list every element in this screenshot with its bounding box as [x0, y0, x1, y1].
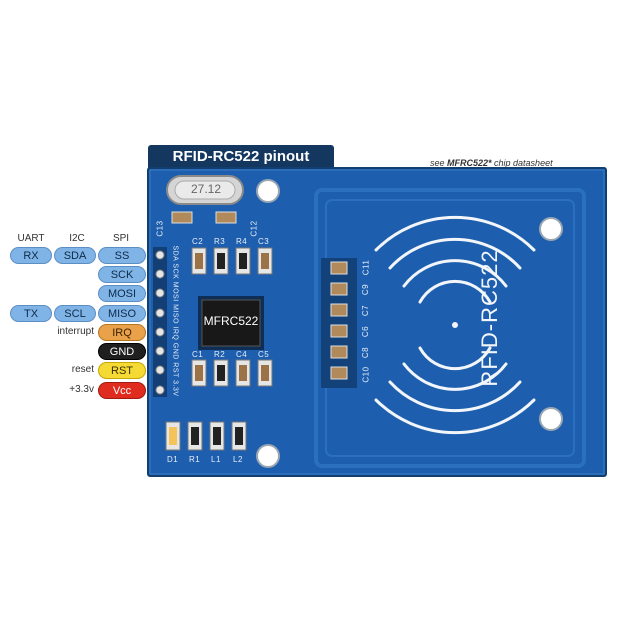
silk-c3: C3	[258, 237, 270, 246]
pin-label-ss: SS	[98, 247, 146, 264]
components-top-row	[191, 247, 273, 275]
silk-c6: C6	[361, 325, 371, 338]
silk-c8: C8	[361, 346, 371, 359]
pin-label-gnd: GND	[98, 343, 146, 360]
silk-c9: C9	[361, 283, 371, 296]
silk-c13: C13	[155, 220, 165, 237]
pin-label-rst: RST	[98, 362, 146, 379]
chip-label: MFRC522	[203, 314, 259, 328]
side-label-3v3: +3.3v	[69, 384, 94, 395]
antenna-trace-outer	[314, 188, 586, 468]
antenna-label: RFID-RC522	[477, 249, 502, 387]
pin-label-tx: TX	[10, 305, 52, 322]
silk-l1: L1	[211, 455, 221, 464]
pin-label-sda: SDA	[54, 247, 96, 264]
silk-c10: C10	[361, 366, 371, 383]
silk-c1: C1	[192, 350, 204, 359]
mounting-holes	[256, 179, 563, 468]
silk-r1: R1	[189, 455, 201, 464]
smd-cap-c12	[215, 211, 237, 224]
silk-c7: C7	[361, 304, 371, 317]
silk-c2: C2	[192, 237, 204, 246]
pin-label-mosi: MOSI	[98, 285, 146, 302]
mounting-hole	[256, 179, 280, 203]
mfrc522-chip	[198, 296, 264, 350]
pin-label-scl: SCL	[54, 305, 96, 322]
pcb-body	[147, 167, 607, 477]
column-header-uart: UART	[17, 233, 45, 244]
note-prefix: see	[430, 158, 448, 168]
silk-c11: C11	[361, 259, 371, 276]
rfid-wave-icon	[374, 215, 536, 435]
pcb-edge-highlight	[149, 169, 605, 475]
crystal	[166, 175, 244, 205]
diagram-title: RFID-RC522 pinout	[148, 145, 334, 168]
mounting-hole	[256, 444, 280, 468]
silk-r4: R4	[236, 237, 248, 246]
caps-right-column	[321, 258, 357, 388]
pin-header	[153, 247, 167, 397]
datasheet-note: see MFRC522* chip datasheet	[430, 158, 553, 168]
silk-r3: R3	[214, 237, 226, 246]
side-label-interrupt: interrupt	[57, 326, 94, 337]
note-suffix: chip datasheet	[491, 158, 553, 168]
silk-c12: C12	[249, 220, 259, 237]
pin-label-vcc: Vcc	[98, 382, 146, 399]
silk-c5: C5	[258, 350, 270, 359]
pin-label-sck: SCK	[98, 266, 146, 283]
silk-r2: R2	[214, 350, 226, 359]
components-bottom-row	[165, 421, 247, 451]
header-silkscreen: SDA SCK MOSI MISO IRQ GND RST 3.3V	[171, 245, 179, 397]
silk-l2: L2	[233, 455, 243, 464]
mounting-hole	[539, 407, 563, 431]
silk-c4: C4	[236, 350, 248, 359]
column-header-i2c: I2C	[69, 233, 85, 244]
components-mid-row	[191, 359, 273, 387]
note-chip: MFRC522*	[447, 158, 492, 168]
column-header-spi: SPI	[112, 233, 130, 244]
side-label-reset: reset	[71, 364, 94, 375]
pin-label-irq: IRQ	[98, 324, 146, 341]
crystal-label: 27.12	[190, 182, 222, 196]
silk-d1: D1	[167, 455, 179, 464]
pin-label-miso: MISO	[98, 305, 146, 322]
mounting-hole	[539, 217, 563, 241]
pin-label-rx: RX	[10, 247, 52, 264]
smd-cap-c13	[171, 211, 193, 224]
